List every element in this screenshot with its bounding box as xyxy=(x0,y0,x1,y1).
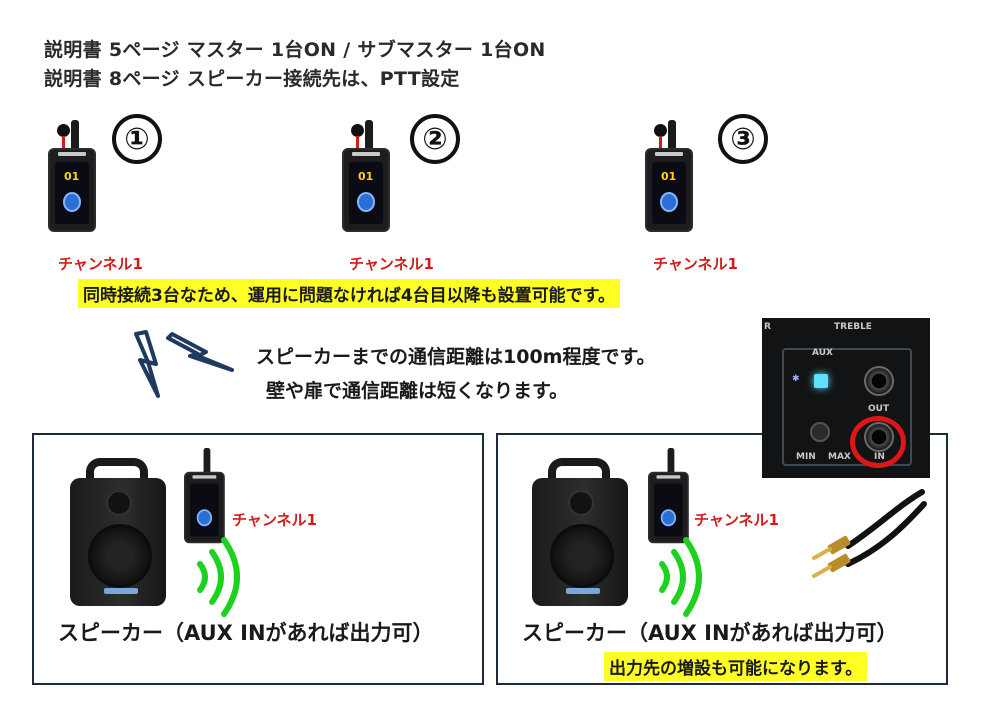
radio-screen-number: 01 xyxy=(358,170,373,183)
panel-left-caption: スピーカー（AUX INがあれば出力可） xyxy=(58,617,434,647)
bluetooth-icon: ✱ xyxy=(792,374,800,384)
aux-label-treble: TREBLE xyxy=(834,322,872,332)
signal-bolt-icon xyxy=(128,326,238,404)
aux-label-out: OUT xyxy=(868,404,889,414)
radio-screen-number: 01 xyxy=(661,170,676,183)
radio-3-image: 01 xyxy=(645,120,695,232)
header-line-1: 説明書 5ページ マスター 1台ON / サブマスター 1台ON xyxy=(44,35,546,62)
speaker-image xyxy=(70,458,166,608)
panel-right-channel: チャンネル1 xyxy=(694,509,779,530)
radio-small-image xyxy=(648,448,691,543)
wireless-waves-icon xyxy=(192,534,252,620)
radio-1-channel: チャンネル1 xyxy=(58,253,143,274)
aux-label-r: R xyxy=(764,322,771,332)
radio-3-channel: チャンネル1 xyxy=(653,253,738,274)
radio-screen-number: 01 xyxy=(64,170,79,183)
range-note-line-1: スピーカーまでの通信距離は100m程度です。 xyxy=(256,342,656,369)
aux-cable-image xyxy=(808,486,928,586)
header-line-2: 説明書 8ページ スピーカー接続先は、PTT設定 xyxy=(44,64,460,91)
ptt-icon xyxy=(357,192,375,212)
wireless-waves-icon xyxy=(654,534,714,620)
aux-led-icon xyxy=(814,374,828,388)
speaker-image xyxy=(532,458,628,608)
ptt-icon xyxy=(661,509,676,526)
ptt-icon xyxy=(197,509,212,526)
radio-1-image: 01 xyxy=(48,120,98,232)
aux-label-in: IN xyxy=(874,452,885,462)
radio-2-channel: チャンネル1 xyxy=(349,253,434,274)
radio-small-image xyxy=(184,448,227,543)
aux-label-max: MAX xyxy=(828,452,851,462)
aux-label-min: MIN xyxy=(796,452,816,462)
radio-2-image: 01 xyxy=(342,120,392,232)
panel-right-caption: スピーカー（AUX INがあれば出力可） xyxy=(522,617,898,647)
marker-2: ② xyxy=(410,114,460,164)
range-note-line-2: 壁や扉で通信距離は短くなります。 xyxy=(266,376,568,403)
aux-label-aux: AUX xyxy=(812,348,833,358)
panel-right-highlight: 出力先の増設も可能になります。 xyxy=(604,652,867,681)
capacity-notice: 同時接続3台なため、運用に問題なければ4台目以降も設置可能です。 xyxy=(78,279,620,308)
marker-1: ① xyxy=(112,114,162,164)
panel-left-channel: チャンネル1 xyxy=(232,509,317,530)
aux-out-jack xyxy=(864,366,894,396)
marker-3: ③ xyxy=(718,114,768,164)
aux-input-photo: R TREBLE AUX ✱ OUT MIN MAX IN xyxy=(762,318,930,478)
aux-volume-knob xyxy=(810,422,830,442)
ptt-icon xyxy=(63,192,81,212)
ptt-icon xyxy=(660,192,678,212)
